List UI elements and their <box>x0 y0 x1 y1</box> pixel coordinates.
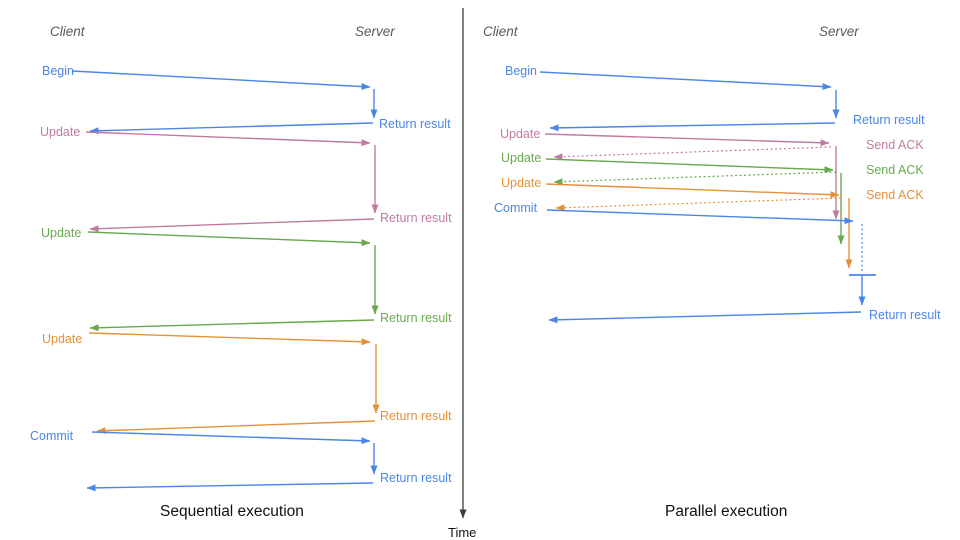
par-msg-commit: Commit Return result <box>494 201 941 324</box>
seq-commit-request-arrow <box>91 431 371 445</box>
time-axis-label: Time <box>448 525 476 540</box>
par-update2-request-arrow <box>545 158 834 174</box>
seq-update1-request-arrow <box>85 131 371 147</box>
par-msg-update-2: Update Send ACK <box>501 151 924 245</box>
seq-update2-request-arrow <box>87 231 371 247</box>
par-msg-update-1: Update Send ACK <box>500 127 924 220</box>
sequential-panel: Client Server Begin Return result Update… <box>30 24 452 520</box>
par-update2-label: Update <box>501 151 541 165</box>
seq-update2-label: Update <box>41 226 81 240</box>
seq-update3-response-label: Return result <box>380 409 452 423</box>
seq-update1-response-label: Return result <box>380 211 452 225</box>
par-commit-response-arrow <box>548 311 862 324</box>
par-begin-response-label: Return result <box>853 113 925 127</box>
par-server-header: Server <box>819 24 859 39</box>
par-update3-ack-arrow <box>555 197 842 212</box>
par-client-header: Client <box>483 24 519 39</box>
seq-begin-response-label: Return result <box>379 117 451 131</box>
par-update3-ack-label: Send ACK <box>866 188 924 202</box>
par-update1-request-arrow <box>544 133 830 147</box>
seq-update2-response-arrow <box>89 319 375 332</box>
par-update3-label: Update <box>501 176 541 190</box>
seq-msg-update-2: Update Return result <box>41 226 452 332</box>
seq-update1-label: Update <box>40 125 80 139</box>
par-update3-request-arrow <box>545 183 840 199</box>
par-commit-label: Commit <box>494 201 538 215</box>
seq-commit-response-label: Return result <box>380 471 452 485</box>
par-msg-begin: Begin Return result <box>505 64 925 132</box>
seq-update3-request-arrow <box>88 332 371 346</box>
parallel-caption: Parallel execution <box>665 503 787 520</box>
par-commit-request-arrow <box>546 209 854 225</box>
sequential-caption: Sequential execution <box>160 503 304 520</box>
par-begin-request-arrow <box>539 71 832 91</box>
seq-msg-commit: Commit Return result <box>30 429 452 492</box>
par-update2-ack-label: Send ACK <box>866 163 924 177</box>
seq-client-header: Client <box>50 24 86 39</box>
seq-update3-label: Update <box>42 332 82 346</box>
par-update2-ack-arrow <box>553 171 837 186</box>
par-update1-ack-arrow <box>553 146 832 161</box>
seq-server-header: Server <box>355 24 395 39</box>
seq-update1-response-arrow <box>89 218 375 233</box>
seq-msg-update-1: Update Return result <box>40 125 452 233</box>
seq-update2-response-label: Return result <box>380 311 452 325</box>
time-axis: Time <box>448 8 476 540</box>
seq-commit-response-arrow <box>86 482 374 492</box>
seq-msg-begin: Begin Return result <box>42 64 451 135</box>
seq-begin-response-arrow <box>89 122 374 135</box>
par-begin-response-arrow <box>549 122 836 132</box>
par-begin-label: Begin <box>505 64 537 78</box>
par-update1-ack-label: Send ACK <box>866 138 924 152</box>
par-commit-response-label: Return result <box>869 308 941 322</box>
seq-commit-label: Commit <box>30 429 74 443</box>
par-msg-update-3: Update Send ACK <box>501 176 924 269</box>
seq-begin-request-arrow <box>71 70 371 91</box>
seq-msg-update-3: Update Return result <box>42 332 452 435</box>
seq-begin-label: Begin <box>42 64 74 78</box>
par-update1-label: Update <box>500 127 540 141</box>
seq-update3-response-arrow <box>96 420 376 435</box>
parallel-panel: Client Server Begin Return result Update… <box>483 24 941 520</box>
